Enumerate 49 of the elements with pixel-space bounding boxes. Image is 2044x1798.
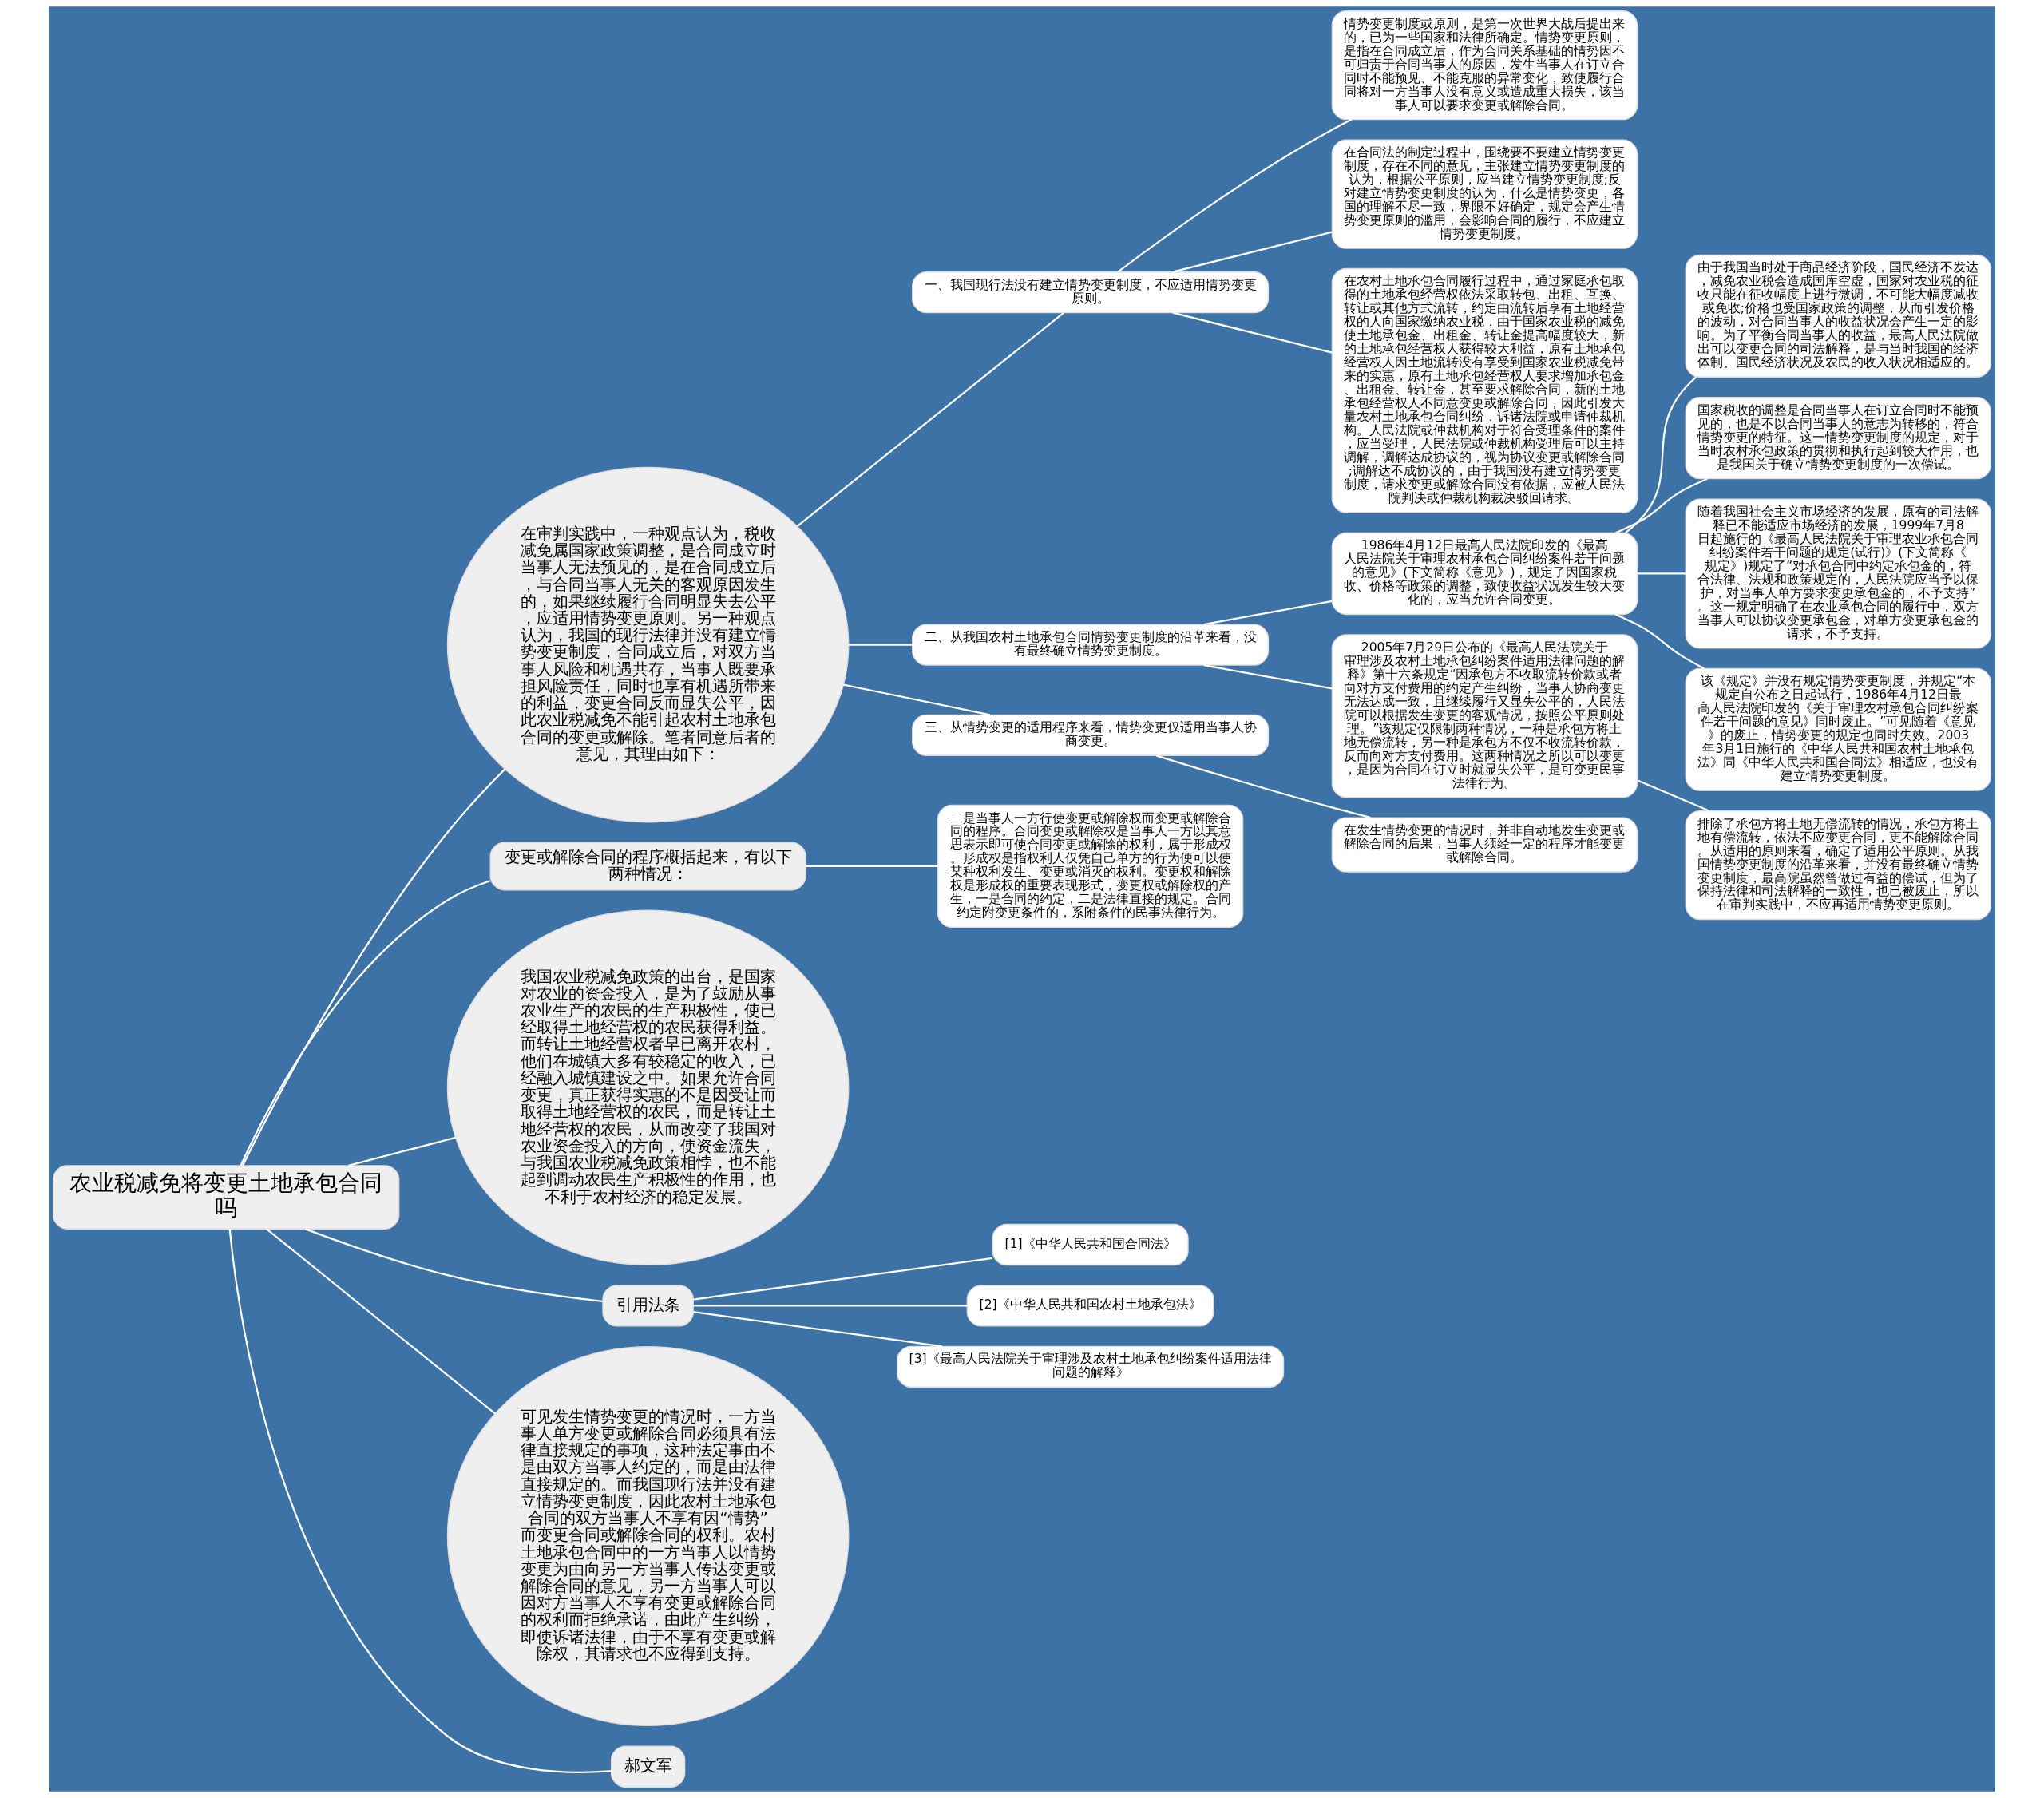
connector [843, 683, 991, 716]
node-box: 排除了承包方将土地无偿流转的情况，承包方将土地有偿流转，依法不应变更合同，更不能解除合同。从适用的原则来看，确定了适用公平原则。从我国情势变更制度的沿革来看，并没有最终确立情势变更制度，最高院虽然曾做过有益的偿试，但为了保持法律和司法解释的一致性，也已被废止，所以在审判实践中，不应再适用情势变更原则。 [1685, 810, 1992, 921]
connector [1625, 376, 1697, 534]
node-box: 一、我国现行法没有建立情势变更制度，不应适用情势变更原则。 [912, 271, 1270, 314]
node-ellipse: 在审判实践中，一种观点认为，税收减免属国家政策调整，是合同成立时当事人无法预见的，是在合同成立后，与合同当事人无关的客观原因发生的，如果继续履行合同明显失去公平，应适用情势变更原则。另一种观点认为，我国的现行法律并没有建立情势变更制度，合同成立后，对双方当事人风险和机遇共存，当事人既要承担风险责任，同时也享有机遇所带来的利益，变更合同反而显失公平，因此农业税减免不能引起农村土地承包合同的变更或解除。笔者同意后者的意见，其理由如下： [446, 466, 850, 823]
node-box: [3]《最高人民法院关于审理涉及农村土地承包纠纷案件适用法律问题的解释》 [896, 1345, 1285, 1388]
node-circle: 可见发生情势变更的情况时，一方当事人单方变更或解除合同必须具有法律直接规定的事项，这种法定事由不是由双方当事人约定的，而是由法律直接规定的。而我国现行法并没有建立情势变更制度，因此农村土地承包合同的双方当事人不享有因“情势”而变更合同或解除合同的权利。农村土地承包合同中的一方当事人以情势变更为由向另一方当事人传达变更或解除合同的意见，另一方当事人可以因对方当事人不享有变更或解除合同的权利而拒绝承诺，由此产生纠纷，即使诉诸法律，由于不享有变更或解除权，其请求也不应得到支持。 [446, 1346, 850, 1726]
node-box: [1]《中华人民共和国合同法》 [992, 1223, 1189, 1266]
node-box: 由于我国当时处于商品经济阶段，国民经济不发达，减免农业税会造成国库空虚，国家对农业税的征收只能在征收幅度上进行微调，不可能大幅度减收或免收;价格也受国家政策的调整，从而引发价格的波动，对合同当事人的收益状况会产生一定的影响。为了平衡合同当事人的收益，最高人民法院做出可以变更合同的司法解释，是与当时我国的经济体制、国民经济状况及农民的收入状况相适应的。 [1685, 254, 1992, 378]
connector [693, 1257, 993, 1301]
node-box: 农业税减免将变更土地承包合同吗 [52, 1165, 400, 1230]
node-box: 2005年7月29日公布的《最高人民法院关于审理涉及农村土地承包纠纷案件适用法律问题的解释》第十六条规定“因承包方不收取流转价款或者向对方支付费用的约定产生纠纷，当事人协商变更无法达成一致，且继续履行又显失公平的，人民法院可以根据发生变更的客观情况，按照公平原则处理。”该规定仅限制两种情况，一种是承包方将土地无偿流转，另一种是承包方不仅不收流转价款，反而向对方支付费用。这两种情况之所以可以变更，是因为合同在订立时就显失公平，是可变更民事法律行为。 [1331, 634, 1638, 798]
node-box: 变更或解除合同的程序概括起来，有以下两种情况： [489, 842, 806, 891]
node-box: 在合同法的制定过程中，围绕要不要建立情势变更制度，存在不同的意见，主张建立情势变更制度的认为，根据公平原则，应当建立情势变更制度;反对建立情势变更制度的认为，什么是情势变更，各国的理解不尽一致，界限不好确定，规定会产生情势变更原则的滥用，会影响合同的履行，不应建立情势变更制度。 [1331, 139, 1638, 249]
node-box: 郝文军 [610, 1745, 686, 1788]
node-box: 引用法条 [602, 1285, 694, 1327]
connector [1172, 231, 1333, 273]
node-box: [2]《中华人民共和国农村土地承包法》 [966, 1285, 1214, 1327]
connector [305, 1228, 603, 1303]
connector [1172, 311, 1333, 354]
connector [1155, 754, 1371, 819]
connector [348, 1136, 456, 1166]
node-box: 该《规定》并没有规定情势变更制度，并规定“本规定自公布之日起试行，1986年4月12日最高人民法院印发的《关于审理农村承包合同纠纷案件若干问题的意见》同时废止。”可见随着《意见》的废止，情势变更的规定也同时失效。2003年3月1日施行的《中华人民共和国农村土地承包法》同《中华人民共和国合同法》相适应，也没有建立情势变更制度。 [1685, 667, 1992, 791]
connector [796, 312, 1064, 527]
connector [693, 1305, 968, 1307]
node-box: 在农村土地承包合同履行过程中，通过家庭承包取得的土地承包经营权依法采取转包、出租、互换、转让或其他方式流转，约定由流转后享有土地经营权的人向国家缴纳农业税，由于国家农业税的减免使土地承包金、出租金、转让金提高幅度较大，新的土地承包经营权人获得较大利益，原有土地承包经营权人因土地流转没有享受到国家农业税减免带来的实惠，原有土地承包经营权人要求增加承包金、出租金、转让金，甚至要求解除合同，新的土地承包经营权人不同意变更或解除合同，因此引发大量农村土地承包合同纠纷，诉诸法院或申请仲裁机构。人民法院或仲裁机构对于符合受理条件的案件，应当受理，人民法院或仲裁机构受理后可以主持调解，调解达成协议的，视为协议变更或解除合同;调解达不成协议的，由于我国没有建立情势变更制度，请求变更或解除合同没有依据，应被人民法院判决或仲裁机构裁决驳回请求。 [1331, 267, 1638, 513]
connector [1637, 779, 1710, 812]
node-box: 情势变更制度或原则，是第一次世界大战后提出来的，已为一些国家和法律所确定。情势变更原则，是指在合同成立后，作为合同关系基础的情势因不可归责于合同当事人的原因，发生当事人在订立合同时不能预见、不能克服的异常变化，致使履行合同将对一方当事人没有意义或造成重大损失，该当事人可以要求变更或解除合同。 [1331, 10, 1638, 121]
connector [241, 768, 505, 1166]
node-box: 在发生情势变更的情况时，并非自动地发生变更或解除合同的后果，当事人须经一定的程序才能变更或解除合同。 [1331, 817, 1638, 873]
connector [228, 1229, 612, 1773]
node-box: 三、从情势变更的适用程序来看，情势变更仅适用当事人协商变更。 [912, 714, 1270, 756]
node-box: 二是当事人一方行使变更或解除权而变更或解除合同的程序。合同变更或解除权是当事人一方以其意思表示即可使合同变更或解除的权利，属于形成权。形成权是指权利人仅凭自己单方的行为便可以使某种权利发生、变更或消灭的权利。变更权和解除权是形成权的重要表现形式，变更权或解除权的产生，一是合同的约定，二是法律直接的规定。合同约定附变更条件的，系附条件的民事法律行为。 [937, 804, 1244, 929]
connector [848, 644, 913, 646]
connector [693, 1310, 943, 1348]
connector [1203, 600, 1333, 626]
node-ellipse: 我国农业税减免政策的出台，是国家对农业的资金投入，是为了鼓励从事农业生产的农民的生产积极性，使已经取得土地经营权的农民获得利益。而转让土地经营权者早已离开农村，他们在城镇大多有较稳定的收入，已经融入城镇建设之中。如果允许合同变更，真正获得实惠的不是因受让而取得土地经营权的农民，而是转让土地经营权的农民，从而改变了我国对农业资金投入的方向，使资金流失，与我国农业税减免政策相悖，也不能起到调动农民生产积极性的作用，也不利于农村经济的稳定发展。 [446, 909, 850, 1266]
node-box: 1986年4月12日最高人民法院印发的《最高人民法院关于审理农村承包合同纠纷案件若干问题的意见》(下文简称《意见》)，规定了因国家税收、价格等政策的调整，致使收益状况发生较大变化的，应当允许合同变更。 [1331, 532, 1638, 616]
connector [1615, 613, 1705, 670]
connector [1615, 477, 1708, 534]
node-box: 随着我国社会主义市场经济的发展，原有的司法解释已不能适应市场经济的发展，1999年7月8日起施行的《最高人民法院关于审理农业承包合同纠纷案件若干问题的规定(试行)》(下文简称《规定》)规定了“对承包合同中约定承包金的，符合法律、法规和政策规定的，人民法院应当予以保护，对当事人单方要求变更承包金的，不予支持”。这一规定明确了在农业承包合同的履行中，双方当事人可以协议变更承包金，对单方变更承包金的请求，不予支持。 [1685, 498, 1992, 649]
connector [240, 880, 491, 1166]
connector [1117, 118, 1353, 273]
connector [806, 865, 938, 868]
connector [1203, 664, 1333, 690]
node-box: 二、从我国农村土地承包合同情势变更制度的沿革来看，没有最终确立情势变更制度。 [912, 624, 1270, 666]
connector [266, 1228, 496, 1415]
node-box: 国家税收的调整是合同当事人在订立合同时不能预见的，也是不以合同当事人的意志为转移的，符合情势变更的特征。这一情势变更制度的规定，对于当时农村承包政策的贯彻和执行起到较大作用，也是我国关于确立情势变更制度的一次偿试。 [1685, 397, 1992, 480]
connector [1637, 572, 1686, 575]
